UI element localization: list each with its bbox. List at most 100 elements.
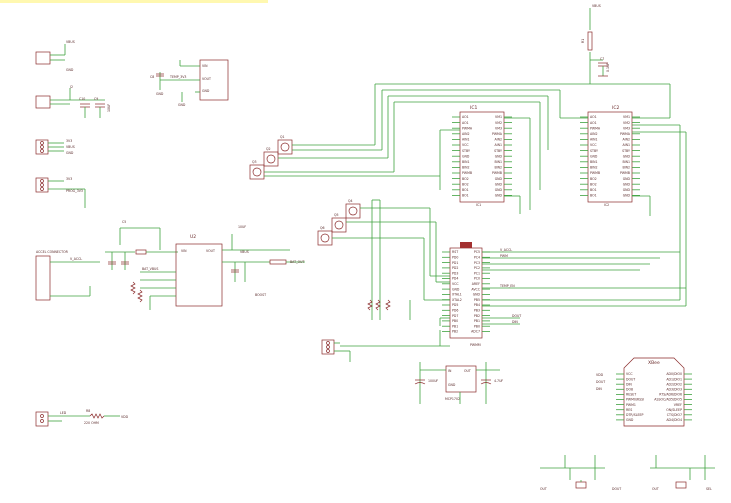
q1-label: Q1 — [280, 135, 285, 139]
pin-label: GND — [623, 154, 631, 158]
u2-vbus-right: BAT_VBUS — [142, 267, 158, 271]
header-b: 3V3 PROG_3V3 — [35, 177, 86, 208]
led-rval: 220 OHM — [84, 421, 99, 425]
pin-label: AD1/DIO1 — [666, 377, 682, 381]
pin-label: AD4/DIO4 — [666, 418, 682, 422]
pin-label: BIN1 — [462, 160, 470, 164]
pin-label: BO1 — [590, 188, 597, 192]
u2-cval: 10UF — [238, 225, 246, 229]
pin-label: BO2 — [590, 182, 597, 186]
xbee-din-net: DIN — [596, 387, 602, 391]
pin-label: STBY — [462, 149, 470, 153]
reg-gnd: GND — [202, 89, 210, 93]
pin-label: GND — [623, 177, 631, 181]
pin-label: AIN2 — [590, 132, 598, 136]
hdr-b-3: PROG_3V3 — [66, 189, 83, 193]
mcu-dout: DOUT — [512, 314, 521, 318]
pin-label: GND — [623, 188, 631, 192]
pin-label: XTAL1 — [452, 293, 462, 297]
pin-label: PD6 — [452, 309, 458, 313]
pin-label: PWMA — [620, 132, 631, 136]
pin-label: RES — [626, 408, 632, 412]
ic1-title: IC1 — [470, 105, 477, 111]
xbee-title: XBee — [648, 360, 660, 366]
pin-label: GND — [623, 194, 631, 198]
mcu: RSTPD0PD1PD2PD3PD4VCCGNDXTAL1XTAL2PD5PD6… — [340, 208, 686, 347]
pin-label: PB5 — [474, 298, 480, 302]
pin-label: PWMB — [620, 171, 630, 175]
pin-label: BIN2 — [462, 166, 470, 170]
u2-vbus: VBUS — [240, 250, 249, 254]
pin-label: RTS/AD6/DIO6 — [659, 393, 682, 397]
led-r: R8 — [86, 409, 90, 413]
pin-label: PWMA — [492, 132, 503, 136]
pin-label: BO1 — [590, 194, 597, 198]
pin-label: BO2 — [590, 177, 597, 181]
pin-label: PC2 — [474, 266, 480, 270]
sw-out: OUT — [540, 487, 547, 491]
led-label: LED — [60, 411, 67, 415]
pin-label: PD2 — [452, 266, 458, 270]
pin-label: BIN1 — [622, 160, 630, 164]
pin-label: VCC — [462, 143, 469, 147]
pin-label: RESET — [626, 393, 636, 397]
xbee-dout-net: DOUT — [596, 380, 605, 384]
pin-label: PB4 — [474, 303, 480, 307]
pin-label: DTR/SLEEP — [626, 413, 644, 417]
pin-label: STBY — [622, 149, 630, 153]
pin-label: GND — [623, 182, 631, 186]
pin-label: BIN1 — [494, 160, 502, 164]
c10-label: C10 — [79, 97, 85, 101]
c8-label: C8 — [150, 75, 154, 79]
pin-label: XTAL2 — [452, 298, 462, 302]
pin-label: PB2 — [474, 314, 480, 318]
pin-label: PB2 — [452, 330, 458, 334]
j1-gnd: GND — [66, 68, 74, 72]
pin-label: PC1 — [474, 271, 480, 275]
ic2-ref: IC2 — [604, 203, 609, 207]
pin-label: PC5 — [474, 250, 480, 254]
u2-title: U2 — [190, 234, 196, 240]
pin-label: STBY — [494, 149, 502, 153]
pin-label: VM3 — [495, 126, 502, 130]
ic1-left-pins: AO1AO1PWMAAIN2AIN1VCCSTBYGNDBIN1BIN2PWMB… — [452, 115, 473, 198]
ldo-cbig: 100UF — [428, 379, 438, 383]
pin-label: VCC — [590, 143, 597, 147]
connector-j1: VBUS GND — [35, 40, 75, 72]
pin-label: AD2/DIO2 — [666, 382, 682, 386]
q2-label: Q2 — [266, 147, 271, 151]
temp3v-label: TEMP_3V3 — [169, 75, 186, 79]
pin-label: PB0 — [474, 324, 480, 328]
led-vdd: VDD — [121, 415, 129, 419]
pin-label: BO1 — [462, 188, 469, 192]
hdr-a-1: 3V3 — [66, 139, 72, 143]
gnd-label-1: GND — [156, 92, 164, 96]
pin-label: PB0 — [452, 319, 458, 323]
pin-label: ASSOC/AD5/DIO5 — [654, 398, 682, 402]
pin-label: BIN2 — [622, 166, 630, 170]
pin-label: PB1 — [474, 319, 480, 323]
pin-label: AO1 — [590, 115, 597, 119]
pin-label: PD7 — [452, 314, 458, 318]
pin-label: VCC — [626, 372, 633, 376]
sw-out-2: OUT — [652, 487, 659, 491]
mcu-din: DIN — [512, 320, 518, 324]
pin-label: AIN1 — [494, 143, 502, 147]
hdr-b-1: 3V3 — [66, 177, 72, 181]
c7-val-label: 0.1UF — [606, 63, 610, 72]
sw-dout: DOUT — [612, 487, 621, 491]
pin-label: PD0 — [452, 256, 458, 260]
pin-label: AO1 — [590, 121, 597, 125]
ldo-ctiny: 4.7UF — [494, 379, 503, 383]
pin-label: PD5 — [452, 303, 458, 307]
pin-label: PWMB — [462, 171, 472, 175]
highlight-bar — [0, 0, 268, 3]
ldo-in: IN — [448, 369, 452, 373]
pin-label: ON/SLEEP — [666, 408, 682, 412]
pin-label: RST — [452, 250, 458, 254]
q4-label: Q4 — [348, 199, 353, 203]
pin-label: VREF — [674, 403, 682, 407]
pin-label: PC4 — [474, 256, 480, 260]
